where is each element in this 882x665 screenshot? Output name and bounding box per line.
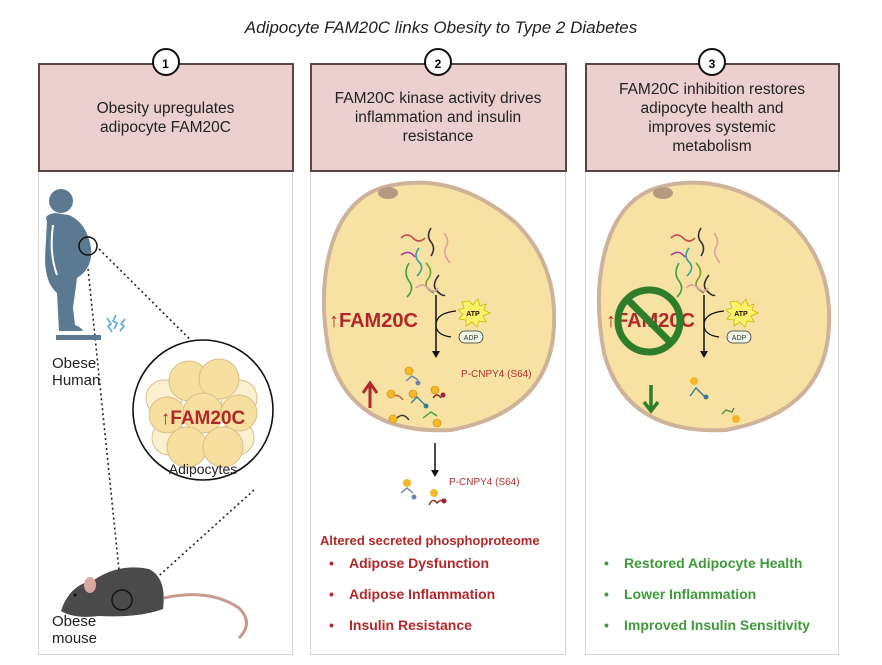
adipocyte-cell <box>596 180 832 433</box>
adp-pill-icon <box>458 330 484 344</box>
mouse-label-line2: mouse <box>52 630 97 647</box>
panel-1: Obesity upregulates adipocyte FAM20C 1 O… <box>37 48 294 655</box>
obese-human-icon <box>45 189 98 331</box>
panel-2: FAM20C kinase activity drives inflammati… <box>309 48 567 655</box>
adp-label: ADP <box>732 335 747 342</box>
atp-burst-icon <box>457 298 491 328</box>
secreted-pcnpy4-label: P-CNPY4 (S64) <box>449 477 520 488</box>
panel-1-header: Obesity upregulates adipocyte FAM20C <box>37 63 294 172</box>
nucleus <box>653 187 673 199</box>
phosphoproteins-icon <box>390 375 446 421</box>
fam20c-upregulated-label: ↑FAM20C <box>329 310 418 332</box>
up-arrow-icon <box>361 380 379 408</box>
atp-label: ATP <box>466 311 480 318</box>
panel-2-illustration: ATP ADP ↑FAM20C P-CNPY4 (S64) P-CNPY4 (S… <box>321 180 557 506</box>
protein-strands-icon <box>400 227 451 298</box>
panel-2-effects-list: Adipose Dysfunction Adipose Inflammation… <box>329 555 495 648</box>
figure-title: Adipocyte FAM20C links Obesity to Type 2… <box>244 18 638 37</box>
phospho-group-icon <box>386 366 442 428</box>
inhibition-icon <box>614 286 684 356</box>
intracellular-pcnpy4-label: P-CNPY4 (S64) <box>461 369 532 380</box>
effect-item: Insulin Resistance <box>329 617 495 648</box>
panel-3-illustration: ATP ADP ↑FAM20C <box>596 180 832 433</box>
effect-item: Adipose Dysfunction <box>329 555 495 586</box>
inset-adipocytes-label: Adipocytes <box>169 461 237 477</box>
human-label-line1: Obese <box>52 355 96 372</box>
adp-label: ADP <box>464 335 479 342</box>
phosphoproteins-icon <box>689 377 740 423</box>
altered-phosphoproteome-heading: Altered secreted phosphoproteome <box>320 533 540 548</box>
inset-fam20c-marker: ↑FAM20C <box>161 408 246 429</box>
adp-pill-icon <box>726 330 752 344</box>
down-arrow-icon <box>642 385 660 414</box>
lightning-icon <box>106 314 126 333</box>
effect-item: Lower Inflammation <box>604 586 810 617</box>
step-number-2: 2 <box>424 48 452 76</box>
atp-label: ATP <box>734 311 748 318</box>
adipocyte-cell <box>321 180 557 433</box>
scale-icon <box>56 335 101 340</box>
panel-1-heading: Obesity upregulates adipocyte FAM20C <box>96 99 235 136</box>
effect-item: Improved Insulin Sensitivity <box>604 617 810 648</box>
atp-burst-icon <box>725 298 759 328</box>
secreted-phosphoproteins-icon <box>400 479 447 506</box>
panel-2-header: FAM20C kinase activity drives inflammati… <box>309 63 567 172</box>
panel-3-effects-list: Restored Adipocyte Health Lower Inflamma… <box>604 555 810 648</box>
mouse-label-line1: Obese <box>52 613 96 630</box>
protein-strands-icon <box>670 227 721 298</box>
effect-item: Adipose Inflammation <box>329 586 495 617</box>
adipocyte-cluster-icon <box>145 358 258 468</box>
panel-1-illustration: Obese Human ↑FAM20C Adipocytes Obes <box>45 189 274 647</box>
mouse-icon <box>61 567 248 640</box>
effect-item: Restored Adipocyte Health <box>604 555 810 586</box>
step-number-1: 1 <box>151 48 180 76</box>
human-label-line2: Human <box>52 372 100 389</box>
nucleus <box>378 187 398 199</box>
panel-3-heading: FAM20C inhibition restores adipocyte hea… <box>618 80 806 155</box>
zoom-lines <box>86 248 255 602</box>
panel-2-heading: FAM20C kinase activity drives inflammati… <box>334 90 542 145</box>
panel-3: FAM20C inhibition restores adipocyte hea… <box>584 48 840 655</box>
step-number-3: 3 <box>698 48 726 76</box>
